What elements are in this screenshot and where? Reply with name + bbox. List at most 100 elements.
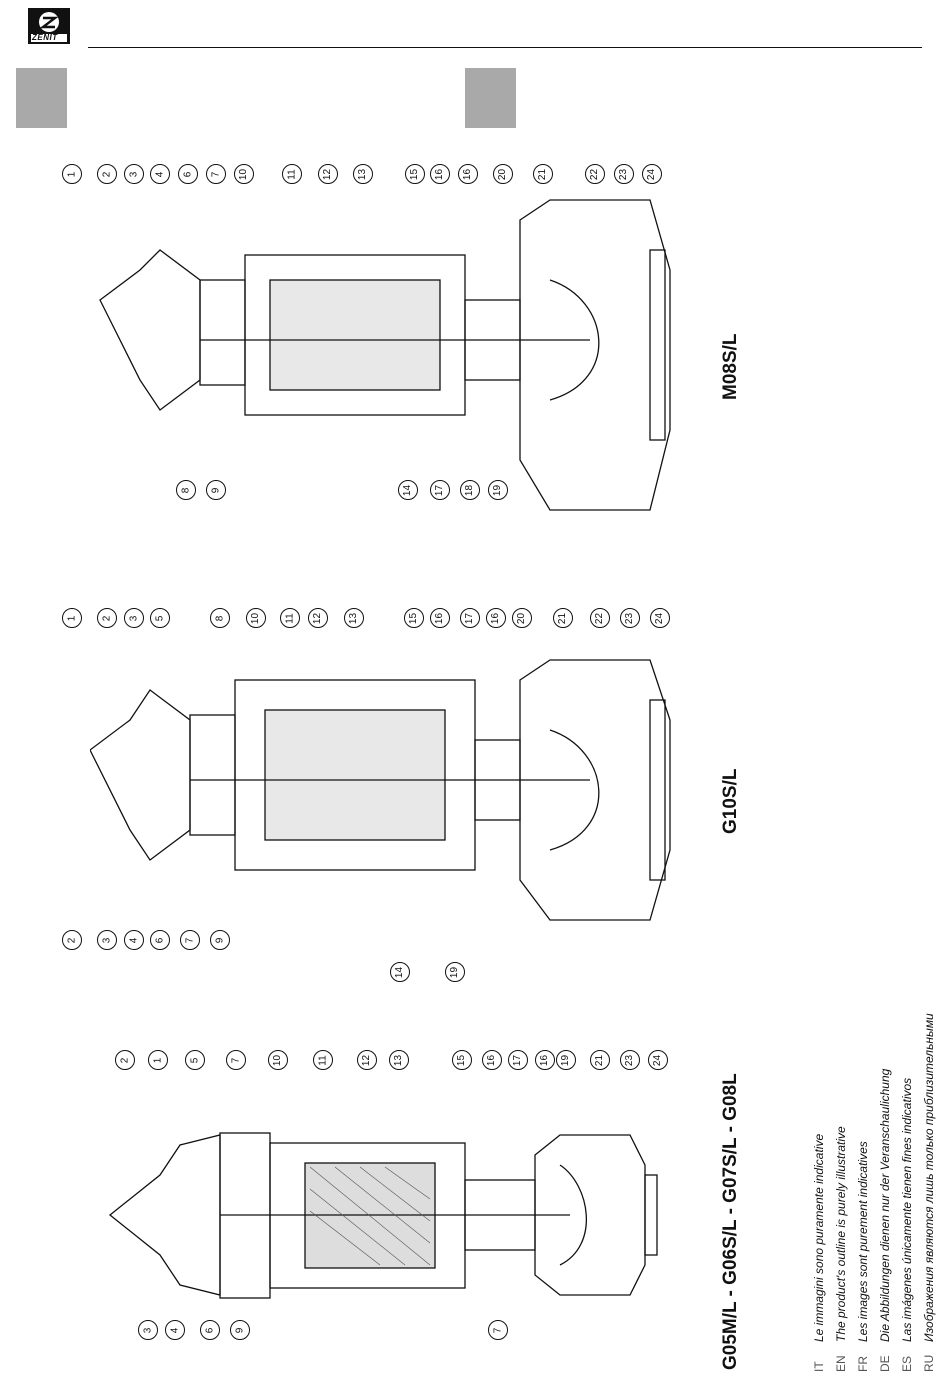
callout-m08-17: 24: [642, 164, 662, 184]
callout-number: 5: [189, 1057, 201, 1063]
disclaimer-en: EN The product's outline is purely illus…: [834, 1126, 848, 1372]
callout-number: 24: [652, 1054, 664, 1066]
callout-g10-24: 14: [390, 962, 410, 982]
callout-g05-12: 19: [556, 1050, 576, 1070]
callout-number: 17: [512, 1054, 524, 1066]
callout-number: 9: [210, 487, 222, 493]
callout-g05-16: 3: [138, 1320, 158, 1340]
callout-number: 10: [250, 612, 262, 624]
lang-code: IT: [812, 1361, 826, 1372]
callout-number: 3: [128, 171, 140, 177]
callout-number: 7: [210, 171, 222, 177]
callout-g05-14: 23: [620, 1050, 640, 1070]
callout-number: 7: [230, 1057, 242, 1063]
callout-number: 6: [154, 937, 166, 943]
callout-g10-16: 23: [620, 608, 640, 628]
callout-number: 9: [234, 1327, 246, 1333]
callout-m08-6: 10: [234, 164, 254, 184]
callout-m08-21: 17: [430, 480, 450, 500]
callout-number: 21: [557, 612, 569, 624]
callout-number: 16: [486, 1054, 498, 1066]
callout-number: 8: [214, 615, 226, 621]
callout-number: 23: [624, 612, 636, 624]
callout-g05-3: 7: [226, 1050, 246, 1070]
callout-number: 21: [594, 1054, 606, 1066]
callout-number: 9: [214, 937, 226, 943]
lang-code: ES: [900, 1355, 914, 1372]
callout-g05-15: 24: [648, 1050, 668, 1070]
callout-number: 24: [646, 168, 658, 180]
callout-number: 3: [142, 1327, 154, 1333]
callout-m08-7: 11: [282, 164, 302, 184]
disclaimer-text: Изображения являются лишь только приблиз…: [922, 1013, 936, 1342]
callout-number: 19: [449, 966, 461, 978]
callout-number: 15: [408, 612, 420, 624]
lang-code: EN: [834, 1355, 848, 1372]
callout-number: 17: [434, 484, 446, 496]
disclaimer-it: IT Le immagini sono puramente indicative: [812, 1134, 826, 1372]
callout-g10-0: 1: [62, 608, 82, 628]
callout-g10-5: 10: [246, 608, 266, 628]
model-label-m08: M08S/L: [720, 333, 741, 400]
callout-number: 22: [594, 612, 606, 624]
callout-m08-12: 16: [458, 164, 478, 184]
callout-number: 15: [409, 168, 421, 180]
callout-g05-0: 2: [115, 1050, 135, 1070]
callout-number: 14: [394, 966, 406, 978]
callout-number: 18: [464, 484, 476, 496]
callout-number: 23: [618, 168, 630, 180]
callout-number: 16: [539, 1054, 551, 1066]
callout-g05-7: 13: [389, 1050, 409, 1070]
callout-g10-2: 3: [124, 608, 144, 628]
callout-m08-14: 21: [533, 164, 553, 184]
callout-g05-4: 10: [268, 1050, 288, 1070]
pump-drawing-g05: [108, 1132, 658, 1299]
callout-number: 16: [434, 168, 446, 180]
callout-g10-10: 16: [430, 608, 450, 628]
callout-g05-9: 16: [482, 1050, 502, 1070]
callout-m08-15: 22: [585, 164, 605, 184]
callout-number: 10: [238, 168, 250, 180]
callout-g10-9: 15: [404, 608, 424, 628]
callout-m08-22: 18: [460, 480, 480, 500]
callout-number: 4: [154, 171, 166, 177]
callout-m08-11: 16: [430, 164, 450, 184]
callout-g05-20: 7: [488, 1320, 508, 1340]
callout-g10-15: 22: [590, 608, 610, 628]
callout-g10-7: 12: [308, 608, 328, 628]
callout-number: 5: [154, 615, 166, 621]
disclaimer-de: DE Die Abbildungen dienen nur der Verans…: [878, 1069, 892, 1372]
callout-number: 2: [101, 171, 113, 177]
callout-number: 14: [402, 484, 414, 496]
callout-number: 11: [284, 612, 296, 624]
callout-g10-23: 9: [210, 930, 230, 950]
callout-number: 1: [66, 615, 78, 621]
disclaimer-fr: FR Les images sont purement indicatives: [856, 1141, 870, 1372]
callout-g10-12: 16: [486, 608, 506, 628]
disclaimer-text: Die Abbildungen dienen nur der Veranscha…: [878, 1068, 892, 1342]
callout-number: 21: [537, 168, 549, 180]
callout-number: 20: [516, 612, 528, 624]
callout-g10-3: 5: [150, 608, 170, 628]
callout-m08-4: 6: [178, 164, 198, 184]
callout-g05-5: 11: [313, 1050, 333, 1070]
callout-g05-10: 17: [508, 1050, 528, 1070]
callout-number: 6: [204, 1327, 216, 1333]
callout-g10-21: 6: [150, 930, 170, 950]
callout-number: 22: [589, 168, 601, 180]
callout-g10-13: 20: [512, 608, 532, 628]
callout-number: 12: [322, 168, 334, 180]
callout-g10-6: 11: [280, 608, 300, 628]
callout-m08-9: 13: [353, 164, 373, 184]
callout-g05-19: 9: [230, 1320, 250, 1340]
callout-g05-11: 16: [535, 1050, 555, 1070]
callout-g05-8: 15: [452, 1050, 472, 1070]
callout-number: 13: [393, 1054, 405, 1066]
callout-number: 3: [101, 937, 113, 943]
callout-number: 16: [490, 612, 502, 624]
callout-number: 15: [456, 1054, 468, 1066]
callout-number: 19: [560, 1054, 572, 1066]
lang-code: FR: [856, 1356, 870, 1372]
callout-m08-3: 4: [150, 164, 170, 184]
callout-number: 4: [169, 1327, 181, 1333]
